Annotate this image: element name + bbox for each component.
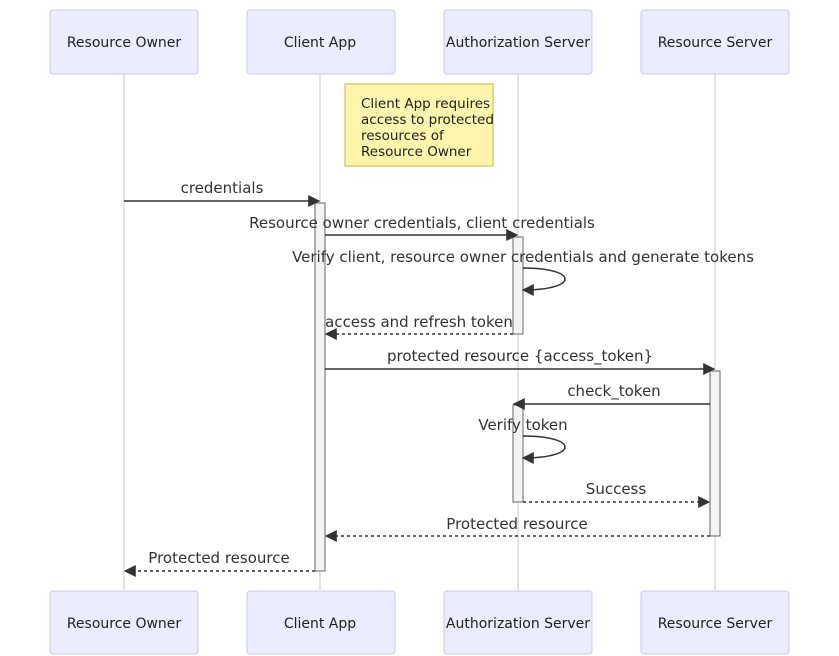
message-label: Verify client, resource owner credential… <box>292 248 754 266</box>
actor-label: Resource Owner <box>67 35 182 51</box>
note-line: access to protected <box>361 112 494 128</box>
actor-bottom-resource-server: Resource Server <box>640 590 790 655</box>
actor-label: Authorization Server <box>446 35 590 51</box>
note-line: Resource Owner <box>361 144 472 160</box>
message-label: Success <box>586 480 647 498</box>
message-arrow <box>521 267 566 296</box>
note-line: resources of <box>361 128 445 144</box>
actor-label: Client App <box>284 616 356 632</box>
actor-bottom-resource-owner: Resource Owner <box>49 590 199 655</box>
actor-label: Client App <box>284 35 356 51</box>
actor-bottom-client-app: Client App <box>246 590 396 655</box>
actor-label: Authorization Server <box>446 616 590 632</box>
message-arrow <box>521 435 566 464</box>
activation-resource-server <box>709 370 721 537</box>
message-label: check_token <box>567 382 660 401</box>
actor-label: Resource Owner <box>67 616 182 632</box>
actor-label: Resource Server <box>658 35 773 51</box>
actor-top-resource-owner: Resource Owner <box>49 9 199 75</box>
actor-top-client-app: Client App <box>246 9 396 75</box>
actor-bottom-auth-server: Authorization Server <box>443 590 593 655</box>
actor-top-auth-server: Authorization Server <box>443 9 593 75</box>
message-label: Protected resource <box>148 549 289 567</box>
note: Client App requires access to protected … <box>344 83 494 167</box>
actor-top-resource-server: Resource Server <box>640 9 790 75</box>
message-label: protected resource {access_token} <box>387 347 653 366</box>
message-label: Verify token <box>478 416 567 434</box>
actor-label: Resource Server <box>658 616 773 632</box>
message-label: Resource owner credentials, client crede… <box>249 214 595 232</box>
message-label: Protected resource <box>446 515 587 533</box>
message-label: credentials <box>181 179 264 197</box>
message-label: access and refresh token <box>325 313 513 331</box>
note-line: Client App requires <box>361 96 490 112</box>
